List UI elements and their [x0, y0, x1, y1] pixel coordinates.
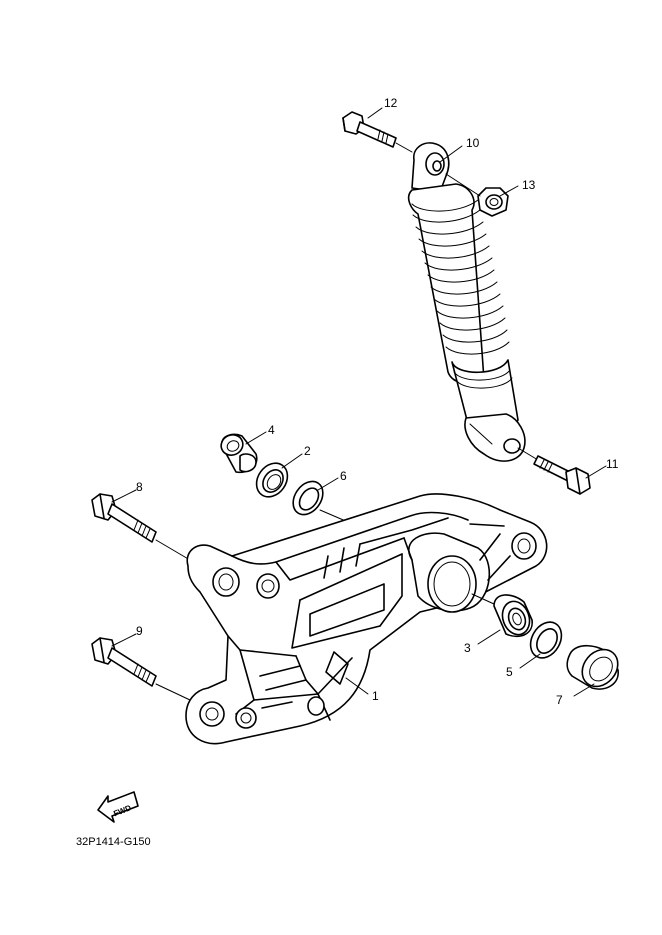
- fwd-arrow-icon: FWD: [97, 791, 139, 823]
- part-6-washer[interactable]: [287, 476, 349, 523]
- callout-3[interactable]: 3: [464, 641, 471, 655]
- callout-12[interactable]: 12: [384, 96, 398, 110]
- callout-10[interactable]: 10: [466, 136, 480, 150]
- callout-13[interactable]: 13: [522, 178, 536, 192]
- part-4-collar[interactable]: [218, 431, 258, 474]
- callout-7[interactable]: 7: [556, 693, 563, 707]
- callout-8[interactable]: 8: [136, 480, 143, 494]
- part-7-collar[interactable]: [566, 642, 625, 693]
- part-13-nut[interactable]: [445, 173, 509, 217]
- callout-9[interactable]: 9: [136, 624, 143, 638]
- diagram-code: 32P1414-G150: [76, 836, 151, 848]
- part-9-bolt[interactable]: [91, 637, 191, 701]
- callout-1[interactable]: 1: [372, 689, 379, 703]
- callout-2[interactable]: 2: [304, 444, 311, 458]
- part-1-rear-arm[interactable]: [185, 493, 548, 745]
- callout-4[interactable]: 4: [268, 423, 275, 437]
- part-5-seal[interactable]: [524, 617, 567, 664]
- callout-5[interactable]: 5: [506, 665, 513, 679]
- part-12-bolt[interactable]: [342, 111, 413, 153]
- leader-lines: [111, 107, 607, 697]
- part-8-bolt[interactable]: [91, 493, 191, 561]
- callout-6[interactable]: 6: [340, 469, 347, 483]
- part-2-seal[interactable]: [250, 457, 294, 503]
- part-3-bearing[interactable]: [471, 593, 534, 638]
- callout-11[interactable]: 11: [606, 457, 619, 471]
- part-10-shock-absorber[interactable]: [407, 142, 526, 462]
- part-11-bolt[interactable]: [517, 447, 591, 495]
- callout-labels: 1 2 3 4 5 6 7 8 9 10 11 12 13: [136, 96, 619, 707]
